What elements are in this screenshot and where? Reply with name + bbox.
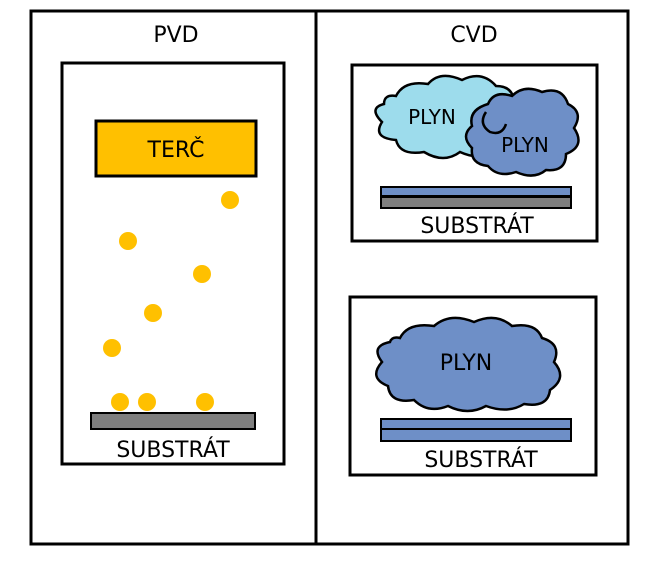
cvd-top-substrate-layer xyxy=(380,196,572,209)
particle xyxy=(138,393,156,411)
gas-cloud-dark xyxy=(464,87,580,177)
pvd-particles xyxy=(103,191,239,411)
particle xyxy=(221,191,239,209)
gas-cloud-dark-curl xyxy=(481,111,508,135)
particle xyxy=(103,339,121,357)
particle xyxy=(144,304,162,322)
cvd-top-gas-label-1: PLYN xyxy=(408,105,456,129)
particle xyxy=(111,393,129,411)
cvd-bottom-substrate xyxy=(380,418,572,442)
pvd-target xyxy=(94,119,258,178)
particle xyxy=(119,232,137,250)
cvd-bottom-substrate-label: SUBSTRÁT xyxy=(424,447,538,473)
pvd-substrate-label: SUBSTRÁT xyxy=(116,437,230,463)
particle xyxy=(196,393,214,411)
cvd-bottom-coating-layer xyxy=(380,418,572,430)
pvd-substrate xyxy=(90,412,256,430)
particle xyxy=(193,265,211,283)
cvd-top-gas-label-2: PLYN xyxy=(501,133,549,157)
cvd-title: CVD xyxy=(450,23,497,48)
pvd-target-label: TERČ xyxy=(147,137,205,163)
cvd-top-substrate-label: SUBSTRÁT xyxy=(420,213,534,239)
cvd-top-substrate xyxy=(380,186,572,209)
pvd-title: PVD xyxy=(153,23,198,48)
gas-cloud-bottom xyxy=(375,316,562,413)
cvd-bottom-substrate-layer xyxy=(380,428,572,442)
cvd-bottom-gas-label: PLYN xyxy=(440,351,493,376)
cvd-top-coating-layer xyxy=(380,186,572,197)
